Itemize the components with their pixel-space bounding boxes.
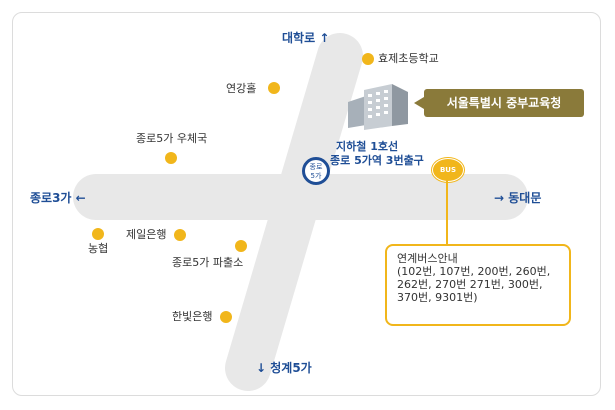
direction-south: ↓ 청계5가 (256, 360, 312, 376)
subway-badge-line2: 5가 (310, 172, 322, 180)
bus-info-line: 262번, 270번 271번, 300번, (397, 278, 543, 291)
subway-badge-line1: 종로 (309, 163, 323, 171)
direction-south-label: 청계5가 (270, 361, 312, 375)
landmark-dot-icon (92, 228, 104, 240)
landmark-label: 연강홀 (226, 82, 257, 95)
subway-line-label: 지하철 1호선 (336, 140, 399, 153)
road-diagonal (225, 33, 363, 391)
landmark-dot-icon (174, 229, 186, 241)
bus-info-title: 연계버스안내 (397, 252, 458, 265)
landmark-dot-icon (235, 240, 247, 252)
landmark-dot-icon (268, 82, 280, 94)
arrow-up-icon: ↑ (319, 31, 330, 45)
direction-east-label: 동대문 (508, 191, 542, 205)
direction-north: 대학로 ↑ (282, 30, 329, 46)
map-frame (12, 12, 601, 396)
subway-exit-label: 종로 5가역 3번출구 (330, 154, 424, 167)
office-callout: 서울특별시 중부교육청 (414, 89, 584, 117)
arrow-left-icon: ← (75, 191, 86, 205)
direction-north-label: 대학로 (282, 31, 316, 45)
landmark-dot-icon (165, 152, 177, 164)
bus-info-line: 370번, 9301번) (397, 291, 478, 304)
landmark-label: 종로5가 파출소 (172, 256, 244, 269)
arrow-down-icon: ↓ (256, 361, 267, 375)
landmark-dot-icon (362, 53, 374, 65)
landmark-label: 제일은행 (126, 228, 167, 241)
landmark-label: 종로5가 우체국 (136, 132, 208, 145)
bus-connector-line (446, 180, 448, 244)
direction-east: → 동대문 (494, 190, 541, 206)
direction-west-label: 종로3가 (30, 191, 72, 205)
landmark-label: 효제초등학교 (378, 52, 439, 65)
direction-west: 종로3가 ← (30, 190, 86, 206)
landmark-label: 한빛은행 (172, 310, 213, 323)
landmark-dot-icon (220, 311, 232, 323)
landmark-label: 농협 (88, 242, 109, 255)
building-icon (348, 84, 408, 130)
subway-station-icon: 종로 5가 (302, 157, 330, 185)
bus-info-box: 연계버스안내 (102번, 107번, 200번, 260번, 262번, 27… (385, 244, 571, 326)
arrow-right-icon: → (494, 191, 505, 205)
bus-stop-icon: BUS (432, 158, 464, 182)
bus-info-line: (102번, 107번, 200번, 260번, (397, 265, 551, 278)
